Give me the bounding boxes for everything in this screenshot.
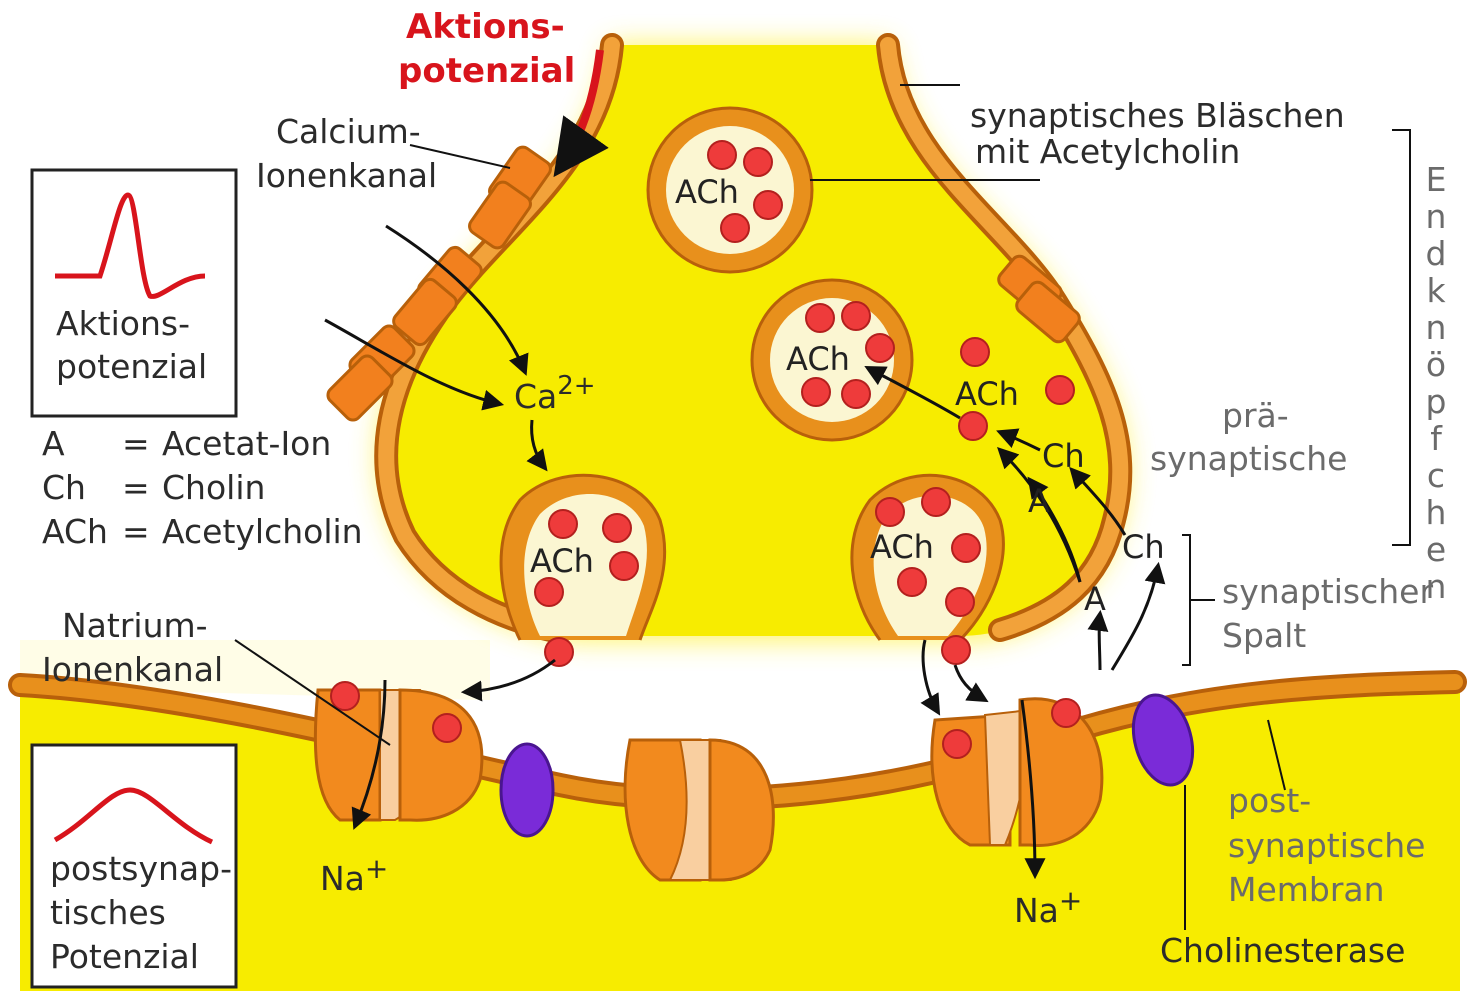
box-post-line1: postsynap-: [50, 849, 232, 888]
legend-text-0: Acetat-Ion: [162, 424, 331, 463]
legend-abbr-1: Ch: [42, 468, 86, 507]
label-endknoepfchen: Endknöpfchen: [1417, 160, 1456, 604]
label-calcium-2: Ionenkanal: [256, 156, 437, 195]
box-action-line1: Aktions-: [56, 304, 190, 343]
label-spalt-2: Spalt: [1222, 616, 1306, 655]
legend-eq-0: =: [122, 424, 150, 463]
sodium-channel-left: [315, 682, 482, 820]
label-pra-2: synaptische: [1150, 439, 1347, 478]
label-natrium-1: Natrium-: [62, 606, 208, 645]
cholinesterase-left: [501, 744, 553, 836]
vesicle-top: ACh: [648, 108, 812, 272]
legend-eq-1: =: [122, 468, 150, 507]
label-vesicle-1: synaptisches Bläschen: [970, 96, 1345, 135]
label-ach-free: ACh: [955, 375, 1019, 413]
label-vesicle-2: mit Acetylcholin: [975, 132, 1240, 171]
box-action-line2: potenzial: [56, 347, 207, 386]
fusing-right-ach-label: ACh: [870, 528, 934, 566]
label-post-3: Membran: [1228, 870, 1385, 909]
vesicle-middle: ACh: [752, 280, 912, 440]
label-ch-1: Ch: [1042, 437, 1085, 475]
label-pra-1: prä-: [1222, 396, 1289, 435]
legend-text-2: Acetylcholin: [162, 512, 363, 551]
legend-abbr-2: ACh: [42, 512, 108, 551]
label-calcium-1: Calcium-: [276, 112, 421, 151]
label-ch-2: Ch: [1122, 528, 1165, 566]
action-potential-box: Aktions- potenzial: [32, 170, 236, 416]
fusing-vesicle-right: ACh: [852, 475, 1003, 640]
postsynaptic-potential-box: postsynap- tisches Potenzial: [32, 745, 236, 987]
vesicle-middle-ach-label: ACh: [786, 340, 850, 378]
label-aktionspotenzial-top-2: potenzial: [398, 51, 575, 91]
label-a-2: A: [1084, 580, 1106, 618]
label-post-1: post-: [1228, 781, 1311, 820]
fusing-vesicle-left: ACh: [501, 475, 665, 640]
legend-abbr-0: A: [42, 424, 65, 463]
box-post-line3: Potenzial: [50, 937, 199, 976]
label-a-1: A: [1028, 482, 1050, 520]
label-aktionspotenzial-top-1: Aktions-: [406, 7, 565, 47]
box-post-line2: tisches: [50, 893, 166, 932]
vesicle-top-ach-label: ACh: [675, 173, 739, 211]
label-spalt-1: synaptischer: [1222, 572, 1433, 611]
closed-channel-middle: [625, 740, 773, 880]
legend: A = Acetat-Ion Ch = Cholin ACh = Acetylc…: [42, 424, 363, 551]
label-cholinesterase: Cholinesterase: [1160, 931, 1405, 970]
fusing-left-ach-label: ACh: [530, 542, 594, 580]
legend-text-1: Cholin: [162, 468, 265, 507]
legend-eq-2: =: [122, 512, 150, 551]
label-natrium-2: Ionenkanal: [42, 650, 223, 689]
label-post-2: synaptische: [1228, 826, 1425, 865]
